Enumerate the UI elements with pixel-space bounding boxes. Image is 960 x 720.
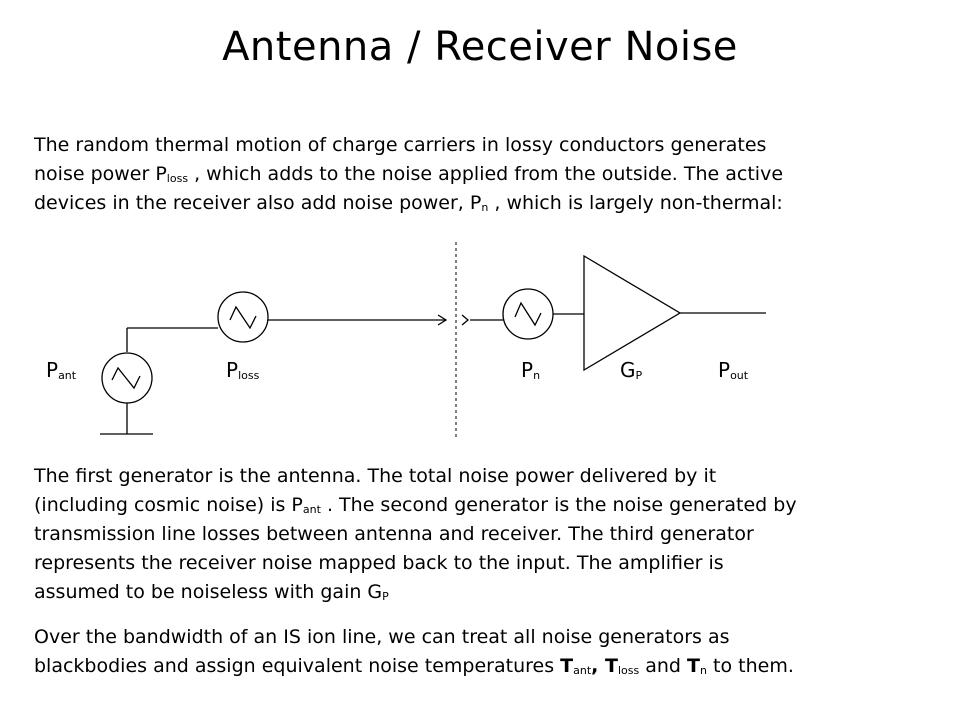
text-line: represents the receiver noise mapped bac… <box>34 552 724 574</box>
text-line: Over the bandwidth of an IS ion line, we… <box>34 626 730 648</box>
generators-paragraph: The first generator is the antenna. The … <box>34 462 934 607</box>
label-p-out: Pout <box>718 358 749 382</box>
label-p-n: Pn <box>521 358 541 382</box>
receiver-noise-generator <box>461 288 584 340</box>
text-line: blackbodies and assign equivalent noise … <box>34 655 794 677</box>
label-p-loss: Ploss <box>226 358 260 382</box>
bandwidth-paragraph: Over the bandwidth of an IS ion line, we… <box>34 623 934 681</box>
text-line: The first generator is the antenna. The … <box>34 465 717 487</box>
text-line: The random thermal motion of charge carr… <box>34 134 767 156</box>
loss-noise-generator <box>217 291 448 343</box>
text-line: assumed to be noiseless with gain GP <box>34 581 389 603</box>
text-line: noise power Ploss , which adds to the no… <box>34 163 784 185</box>
antenna-noise-generator <box>100 327 218 435</box>
page-title: Antenna / Receiver Noise <box>222 24 738 70</box>
intro-paragraph: The random thermal motion of charge carr… <box>34 131 934 218</box>
text-line: devices in the receiver also add noise p… <box>34 192 783 214</box>
text-line: transmission line losses between antenna… <box>34 523 754 545</box>
text-line: (including cosmic noise) is Pant . The s… <box>34 494 797 516</box>
label-g-p: GP <box>620 358 643 382</box>
label-p-ant: Pant <box>46 358 77 382</box>
amplifier-triangle <box>583 254 766 372</box>
